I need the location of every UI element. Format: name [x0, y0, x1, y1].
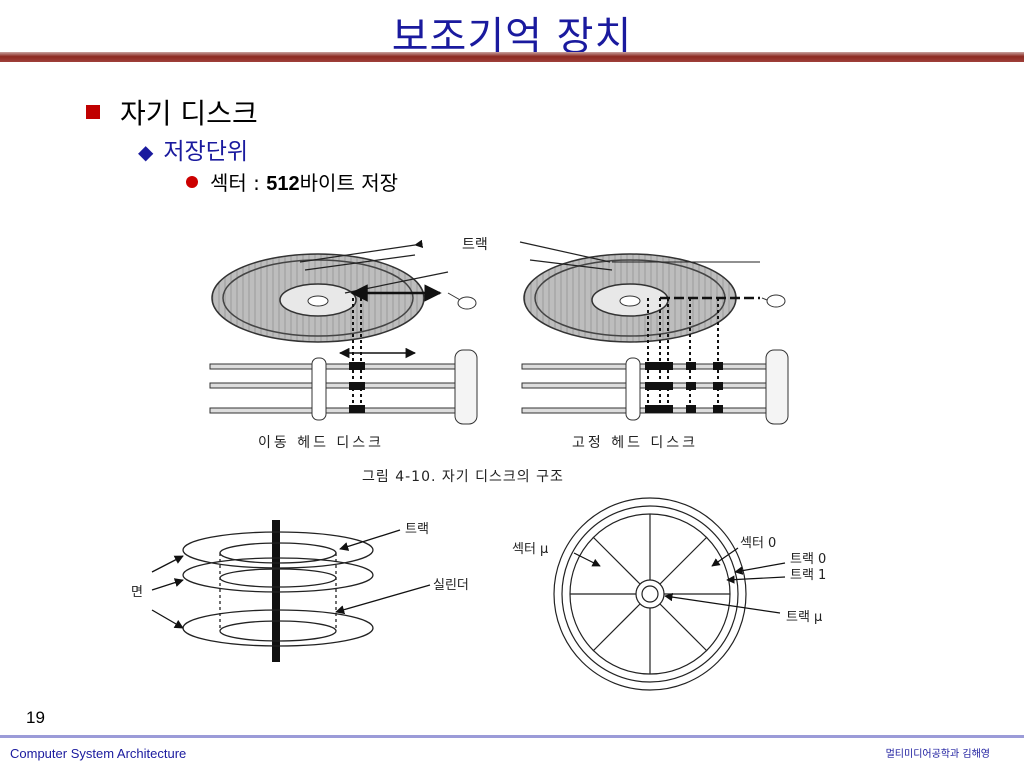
platter-stack-diagram — [151, 520, 431, 662]
bullet-level1: 자기 디스크 — [86, 92, 258, 132]
bullet-level3-suffix: 바이트 저장 — [299, 171, 398, 195]
track-mu-label: 트랙 μ — [786, 610, 822, 625]
track-zero-label: 트랙 0 — [790, 552, 826, 567]
surface-label: 면 — [131, 585, 143, 600]
moving-head-caption: 이동 헤드 디스크 — [258, 435, 384, 451]
moving-head-disk — [209, 239, 478, 425]
title-divider-bar — [0, 52, 1024, 62]
fig2-track-label: 트랙 — [405, 522, 429, 537]
bullet-level3-number: 512 — [266, 173, 300, 195]
bullet-level2: ◆ 저장단위 — [138, 132, 248, 166]
fig1-track-label: 트랙 — [462, 237, 488, 253]
bullet-level3-prefix: 섹터 : — [210, 171, 267, 195]
diamond-bullet-icon: ◆ — [138, 140, 154, 164]
fixed-head-caption: 고정 헤드 디스크 — [572, 435, 698, 451]
bullet-level1-text: 자기 디스크 — [120, 97, 258, 130]
footer-author: 멀티미디어공학과 김해영 — [885, 749, 990, 760]
sector-zero-label: 섹터 0 — [740, 536, 776, 551]
track-one-label: 트랙 1 — [790, 568, 826, 583]
sector-track-disk — [553, 497, 786, 691]
footer-divider — [0, 735, 1024, 738]
red-square-bullet-icon — [86, 105, 100, 119]
bullet-level3: 섹터 : 512바이트 저장 — [186, 167, 398, 196]
cylinder-label: 실린더 — [433, 578, 469, 593]
red-circle-bullet-icon — [186, 176, 198, 188]
figure-caption: 그림 4-10. 자기 디스크의 구조 — [362, 469, 564, 485]
sector-mu-label: 섹터 μ — [512, 542, 548, 557]
footer-course-title: Computer System Architecture — [10, 746, 187, 761]
page-number: 19 — [26, 708, 45, 727]
bullet-level2-text: 저장단위 — [163, 139, 249, 165]
fixed-head-disk — [519, 241, 789, 425]
